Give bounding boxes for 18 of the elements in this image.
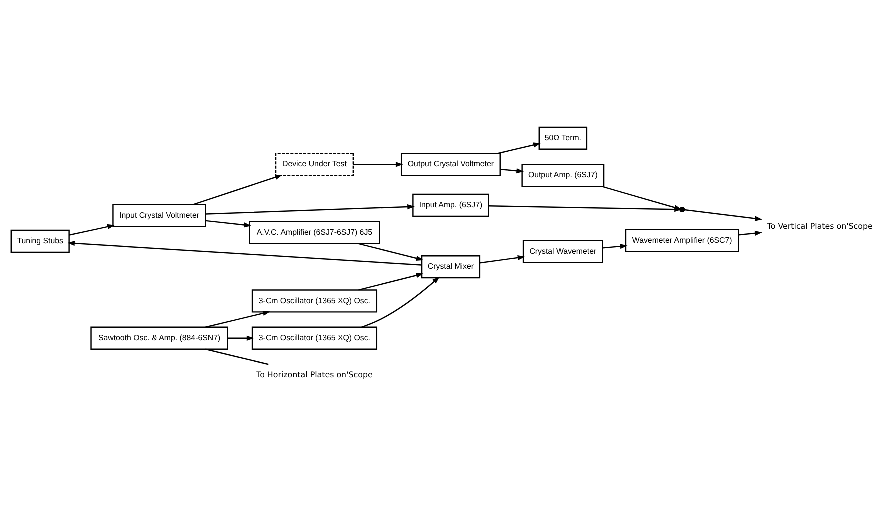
node-switch <box>680 206 686 213</box>
arrow <box>68 241 422 266</box>
arrow <box>358 243 424 261</box>
connector <box>206 348 269 366</box>
arrow <box>69 224 115 236</box>
arrow <box>358 273 424 291</box>
arrow <box>228 336 254 341</box>
arrow <box>206 204 415 215</box>
arrow <box>193 174 283 206</box>
arrow <box>684 209 762 222</box>
arrow <box>500 168 524 174</box>
arrow <box>480 255 526 264</box>
arrow <box>602 244 628 250</box>
arrow <box>206 220 252 228</box>
arrow <box>206 310 270 328</box>
arrow <box>738 230 762 236</box>
arrow <box>353 162 404 168</box>
arrow <box>498 142 541 154</box>
